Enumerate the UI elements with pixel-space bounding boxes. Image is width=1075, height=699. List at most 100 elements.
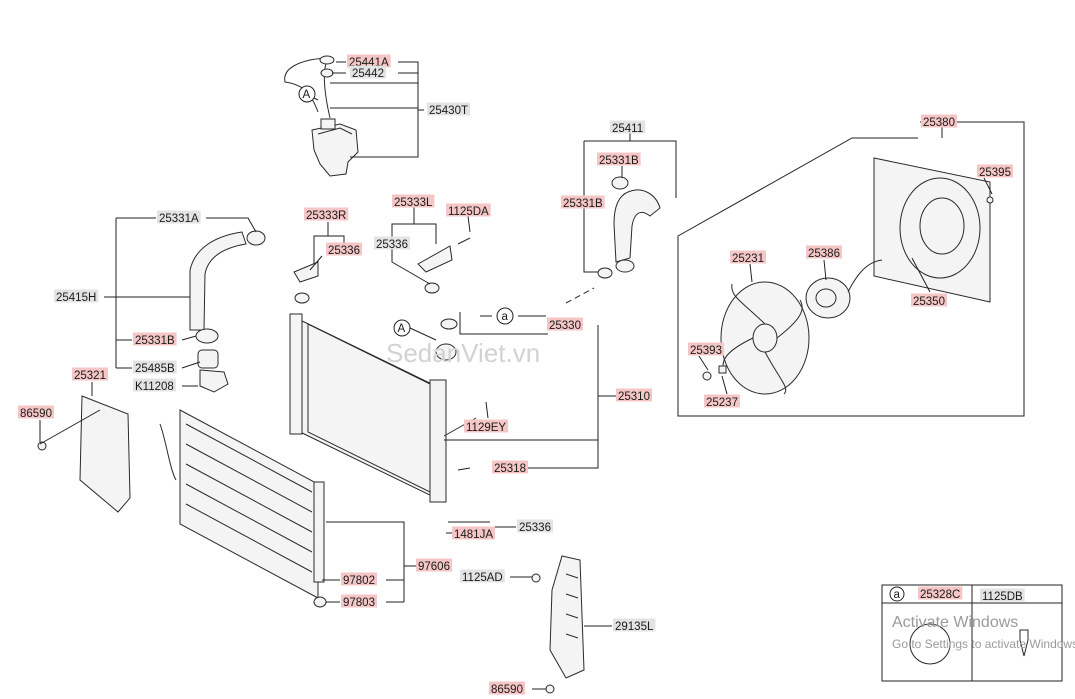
part-label-text: 25237 [706, 397, 738, 409]
part-label-97802: 97802 [341, 572, 377, 587]
part-label-text: 29135L [615, 621, 654, 633]
part-label-text: 25330 [549, 320, 581, 332]
part-label-bg [341, 572, 377, 586]
part-label-25336: 25336 [326, 242, 362, 257]
detail-table [881, 584, 1063, 682]
part-label-25393: 25393 [688, 342, 724, 357]
part-label-text: 25430T [429, 105, 468, 117]
svg-text:a: a [502, 311, 509, 323]
part-label-25380: 25380 [921, 114, 957, 129]
part-label-25442: 25442 [350, 65, 386, 80]
part-label-text: 25336 [328, 245, 360, 257]
part-label-bg [730, 250, 766, 264]
callout-a-1: A [298, 85, 316, 103]
part-label-bg [547, 317, 583, 331]
part-label-text: 25411 [612, 123, 643, 135]
part-label-text: 25331B [135, 335, 175, 347]
part-label-bg [416, 558, 452, 572]
part-label-25336: 25336 [374, 236, 410, 251]
part-label-bg [460, 569, 505, 583]
part-label-25386: 25386 [806, 245, 842, 260]
part-label-29135l: 29135L [613, 618, 656, 633]
part-label-bg [517, 519, 553, 533]
radiator-part [289, 313, 458, 503]
part-label-25231: 25231 [730, 250, 766, 265]
part-label-25395: 25395 [977, 164, 1013, 179]
activation-subtitle: Go to Settings to activate Windows. [892, 637, 1075, 651]
part-label-25328c: 25328C [918, 586, 963, 601]
part-label-97803: 97803 [341, 594, 377, 609]
lower-hose-part [597, 176, 661, 279]
leader-lines [39, 61, 1025, 690]
part-label-bg [374, 236, 410, 250]
part-label-bg [616, 388, 652, 402]
part-label-bg [341, 594, 377, 608]
part-label-bg [133, 332, 177, 346]
part-label-bg [464, 419, 509, 433]
svg-text:A: A [398, 323, 406, 335]
part-label-bg [427, 102, 471, 116]
part-label-25331b: 25331B [561, 195, 605, 210]
part-label-1481ja: 1481JA [452, 526, 496, 541]
svg-text:A: A [303, 89, 311, 101]
part-label-bg [133, 360, 177, 374]
part-label-bg [489, 681, 525, 695]
part-label-25321: 25321 [72, 367, 108, 382]
detail-box-part [909, 623, 1029, 665]
part-label-25415h: 25415H [54, 289, 99, 304]
svg-text:a: a [894, 589, 901, 601]
part-label-bg [921, 114, 957, 128]
callout-a-2: A [393, 319, 411, 337]
part-label-bg [452, 526, 496, 540]
reservoir-tank-part [284, 55, 359, 177]
part-label-bg [980, 588, 1025, 602]
callout-lower-a-1: a [496, 307, 514, 325]
part-label-text: 97802 [343, 575, 375, 587]
part-label-bg [446, 203, 491, 217]
part-label-bg [326, 242, 362, 256]
part-label-97606: 97606 [416, 558, 452, 573]
part-label-text: 1125DB [982, 591, 1023, 603]
part-label-25411: 25411 [610, 120, 646, 135]
fan-motor-part [805, 259, 883, 319]
part-label-bg [18, 405, 54, 419]
part-label-bg [350, 65, 386, 79]
watermark: SedanViet.vn [386, 338, 540, 368]
callout-lower-a-2: a [889, 586, 905, 602]
part-label-25331b: 25331B [133, 332, 177, 347]
part-label-text: 86590 [491, 684, 523, 696]
part-label-bg [133, 378, 176, 392]
upper-hose-part [189, 230, 266, 393]
part-label-text: 86590 [20, 408, 52, 420]
part-label-25310: 25310 [616, 388, 652, 403]
part-label-text: 25310 [618, 391, 650, 403]
part-label-k11208: K11208 [133, 378, 176, 393]
part-label-text: 25321 [74, 370, 106, 382]
part-label-86590: 86590 [18, 405, 54, 420]
part-label-bg [157, 210, 201, 224]
condenser-part [159, 409, 327, 608]
side-guard-part [531, 555, 585, 694]
part-label-1129ey: 1129EY [464, 419, 509, 434]
part-label-text: 25442 [352, 68, 384, 80]
part-label-1125ad: 1125AD [460, 569, 505, 584]
part-label-bg [688, 342, 724, 356]
part-label-bg [977, 164, 1013, 178]
part-label-bg [304, 207, 349, 221]
part-label-text: 25380 [923, 117, 955, 129]
part-label-text: 97803 [343, 597, 375, 609]
part-label-bg [704, 394, 740, 408]
part-label-25331a: 25331A [157, 210, 201, 225]
part-label-bg [54, 289, 99, 303]
part-label-bg [392, 194, 435, 208]
part-label-bg [597, 152, 641, 166]
part-label-1125da: 1125DA [446, 203, 491, 218]
part-label-text: 25336 [376, 239, 408, 251]
part-label-bg [918, 586, 963, 600]
part-label-bg [806, 245, 842, 259]
part-label-text: 25415H [56, 292, 96, 304]
part-label-bg [347, 54, 391, 68]
part-label-text: 1481JA [454, 529, 493, 541]
part-label-text: 25331A [159, 213, 199, 225]
